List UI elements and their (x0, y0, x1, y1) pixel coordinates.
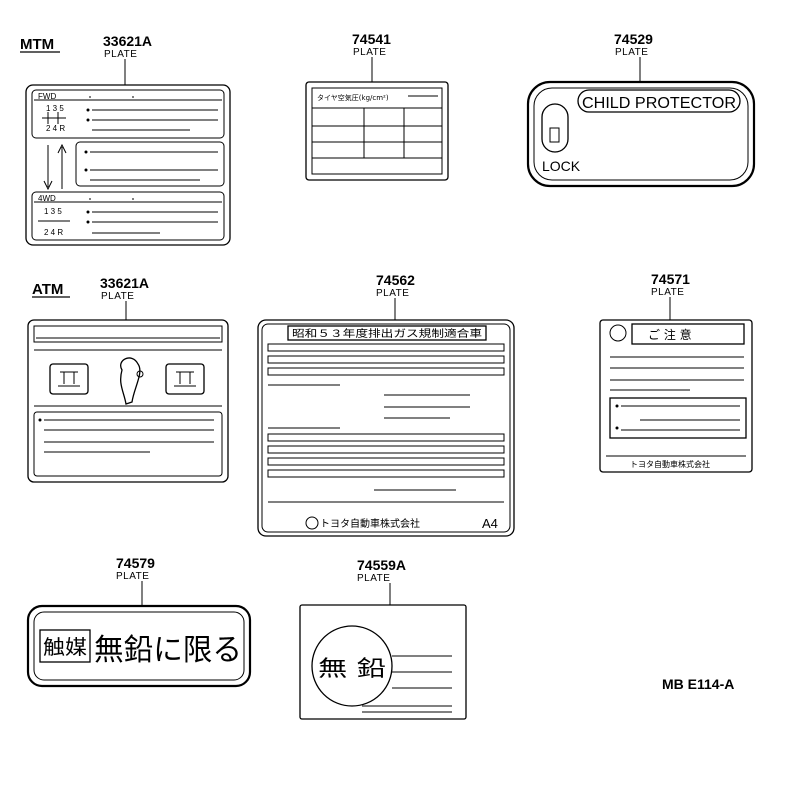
plate-header-bar (33, 325, 223, 343)
part-number: 74529 (614, 31, 653, 47)
gear-top-4wd: 1 3 5 (44, 207, 62, 216)
part-desc: PLATE (376, 288, 409, 299)
plate-panel-4wd (31, 191, 225, 241)
part-desc: PLATE (651, 287, 684, 298)
caution-text: ご 注 意 (648, 327, 692, 342)
plate-outline (305, 81, 449, 181)
part-74529: 74529 PLATE CHILD PROTECTOR LOCK (526, 31, 756, 188)
section-label-atm: ATM (32, 281, 63, 298)
part-33621a-mtm: 33621A PLATE FWD 1 3 5 2 4 R 4WD (25, 33, 231, 246)
emission-header-text: 昭和５３年度排出ガス規制適合車 (292, 327, 482, 340)
lock-switch-icon (541, 103, 569, 153)
catalyst-box (39, 629, 91, 663)
toyota-logo-icon (305, 516, 319, 530)
child-protector-text: CHILD PROTECTOR (582, 95, 736, 112)
part-number: 74541 (352, 31, 391, 47)
shift-arrows-icon (43, 143, 67, 191)
part-number: 33621A (103, 33, 152, 49)
plate-outline (27, 319, 229, 483)
plate-inner (261, 323, 511, 533)
plate-panel-middle (75, 141, 225, 187)
toyota-company-text: トヨタ自動車株式会社 (320, 517, 420, 530)
plate-text-panel (33, 411, 223, 477)
plate-inner (33, 611, 245, 681)
fwd-label: FWD (38, 92, 56, 101)
gear-top-fwd: 1 3 5 (46, 104, 64, 113)
part-33621a-atm: 33621A PLATE (27, 275, 229, 483)
part-number: 74579 (116, 555, 155, 571)
part-74559a: 74559A PLATE 無 鉛 (299, 557, 467, 720)
caution-inner-panel (609, 397, 747, 439)
emission-header-box (287, 325, 487, 341)
part-desc: PLATE (101, 291, 134, 302)
unleaded-text: 無 鉛 (318, 657, 386, 682)
caution-box (631, 323, 745, 345)
plate-outline (26, 604, 252, 688)
park-position-icon-right (165, 363, 205, 395)
plate-inner (533, 87, 749, 181)
part-74562: 74562 PLATE 昭和５３年度排出ガス規制適合車 トヨタ自動車株式会社 A… (257, 272, 515, 537)
child-protector-banner (577, 89, 741, 113)
part-74571: 74571 PLATE ご 注 意 トヨタ自動車株式会社 (599, 271, 753, 473)
lock-label: LOCK (542, 158, 581, 174)
plate-outline (257, 319, 515, 537)
part-number: 33621A (100, 275, 149, 291)
diagram-code: MB E114-A (662, 676, 734, 692)
plate-outline (25, 84, 231, 246)
unleaded-circle (311, 625, 393, 707)
part-desc: PLATE (615, 47, 648, 58)
toyota-company-text: トヨタ自動車株式会社 (630, 459, 710, 469)
part-number: 74571 (651, 271, 690, 287)
fourwd-label: 4WD (38, 194, 56, 203)
section-label-mtm: MTM (20, 36, 54, 53)
plate-inner (311, 87, 443, 175)
foot-brake-icon (120, 357, 144, 405)
catalyst-text: 触媒 (43, 635, 87, 659)
plate-panel-fwd (31, 89, 225, 139)
part-desc: PLATE (104, 49, 137, 60)
part-desc: PLATE (357, 573, 390, 584)
gear-bottom-4wd: 2 4 R (44, 228, 63, 237)
part-74541: 74541 PLATE タイヤ空気圧(kg/cm²) (305, 31, 449, 181)
part-number: 74559A (357, 557, 406, 573)
unleaded-only-text: 無鉛に限る (94, 633, 242, 668)
gear-bottom-fwd: 2 4 R (46, 124, 65, 133)
park-position-icon-left (49, 363, 89, 395)
part-74579: 74579 PLATE 触媒 無鉛に限る (26, 555, 252, 688)
toyota-logo-icon (609, 324, 627, 342)
a4-mark: A4 (482, 516, 498, 531)
tire-pressure-title: タイヤ空気圧(kg/cm²) (317, 93, 389, 102)
plate-outline (526, 80, 756, 188)
part-desc: PLATE (353, 47, 386, 58)
part-number: 74562 (376, 272, 415, 288)
lock-knob-icon (549, 127, 560, 143)
part-desc: PLATE (116, 571, 149, 582)
plate-outline (299, 604, 467, 720)
plate-outline (599, 319, 753, 473)
